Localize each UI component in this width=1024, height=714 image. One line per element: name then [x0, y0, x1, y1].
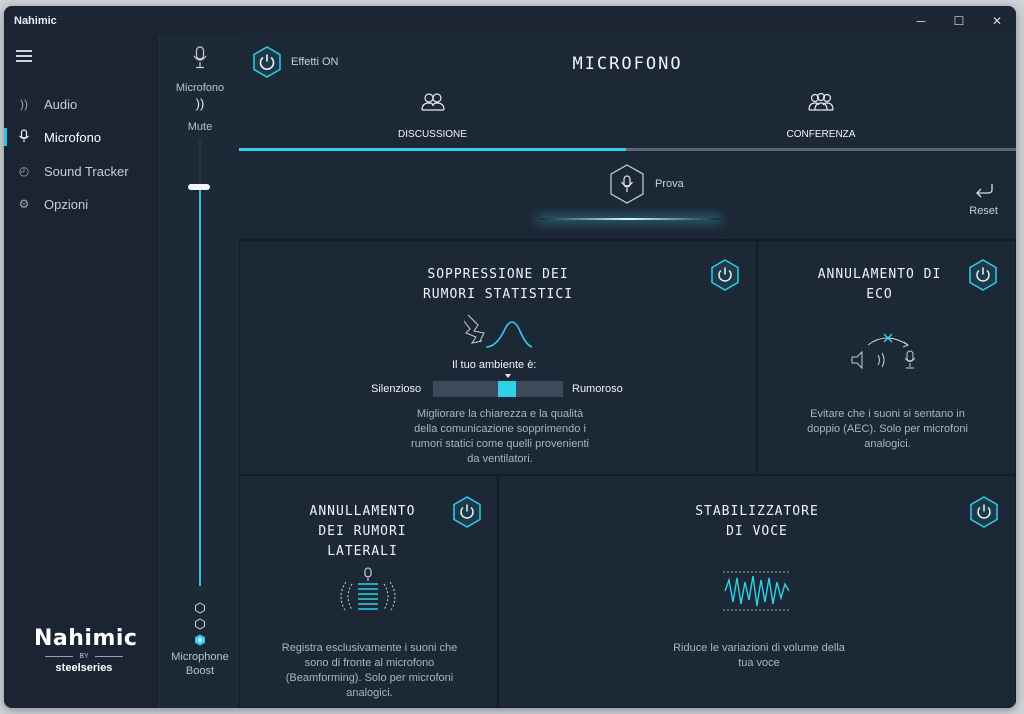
tab-conferenza[interactable]: CONFERENZA — [626, 88, 1016, 150]
menu-icon[interactable] — [16, 50, 32, 62]
sidebar-item-label: Microfono — [44, 129, 102, 145]
brand-by: BY — [34, 653, 134, 660]
effects-power-button[interactable] — [251, 46, 283, 78]
voice-stabilizer-card: STABILIZZATORE DI VOCE Riduce le variazi… — [498, 475, 1016, 708]
sound-wave-icon: )) — [20, 97, 28, 111]
sidebar-item-label: Audio — [44, 96, 78, 112]
card-title: ANNULLAMENTO — [309, 504, 416, 519]
card-title: ANNULAMENTO DI — [817, 267, 942, 282]
test-area: Prova Reset — [239, 154, 1016, 240]
brand-company: steelseries — [55, 662, 113, 674]
app-window: Nahimic ─ ☐ ✕ )) Audio Microfono ◴ Sound… — [4, 6, 1016, 708]
echo-cancellation-card: ANNULAMENTO DI ECO Evitare che i suoni s… — [757, 240, 1016, 475]
top-bar: Effetti ON MICROFONO — [239, 36, 1016, 86]
volume-slider-thumb[interactable] — [188, 184, 210, 190]
main-panel: Effetti ON MICROFONO DISCUSSIONE CONFERE… — [239, 36, 1016, 708]
sound-wave-icon: )) — [195, 96, 205, 111]
environment-slider-pointer — [505, 374, 511, 378]
environment-slider-thumb[interactable] — [498, 381, 516, 397]
card-title: STABILIZZATORE — [695, 504, 819, 519]
nahimic-logo: Nahimic BY steelseries — [34, 626, 138, 674]
beamforming-icon — [336, 566, 400, 621]
conference-icon — [626, 92, 1016, 117]
title-bar: Nahimic ─ ☐ ✕ — [4, 6, 1016, 36]
card-title: RUMORI STATISTICI — [422, 287, 574, 302]
echo-cancellation-power-button[interactable] — [968, 259, 998, 291]
lateral-noise-card: ANNULLAMENTO DEI RUMORI LATERALI Registr… — [239, 475, 498, 708]
sidebar-item-label: Opzioni — [44, 196, 89, 212]
discussion-icon — [239, 92, 626, 117]
window-controls: ─ ☐ ✕ — [902, 6, 1016, 36]
brand-logo: Nahimic — [34, 626, 138, 651]
slider-left-label: Silenzioso — [371, 383, 422, 395]
card-title: DEI RUMORI — [318, 524, 407, 539]
effects-label: Effetti ON — [291, 56, 339, 68]
mode-tabs: DISCUSSIONE CONFERENZA — [239, 88, 1016, 150]
minimize-button[interactable]: ─ — [916, 14, 926, 28]
card-description: Registra esclusivamente i suoni che sono… — [281, 642, 458, 699]
active-tab-indicator — [239, 148, 626, 151]
boost-level-option[interactable] — [194, 618, 206, 630]
card-description: Riduce le variazioni di volume della tua… — [673, 642, 845, 669]
microphone-label: Microfono — [175, 82, 225, 94]
environment-label: Il tuo ambiente è: — [452, 359, 537, 371]
noise-suppression-power-button[interactable] — [710, 259, 740, 291]
sidebar: )) Audio Microfono ◴ Sound Tracker ⚙ Opz… — [4, 36, 159, 708]
app-title: Nahimic — [14, 15, 57, 27]
card-title: LATERALI — [327, 544, 398, 559]
tab-divider — [626, 148, 1016, 151]
volume-slider-fill — [199, 186, 201, 586]
tab-label: DISCUSSIONE — [398, 129, 467, 140]
reset-icon — [969, 182, 998, 203]
sidebar-item-opzioni[interactable]: ⚙ Opzioni — [4, 189, 159, 219]
voice-stabilizer-power-button[interactable] — [969, 496, 999, 528]
close-button[interactable]: ✕ — [991, 14, 1003, 28]
mute-button[interactable]: Mute — [187, 121, 213, 133]
slider-right-label: Rumoroso — [572, 383, 623, 395]
test-microphone-button[interactable] — [609, 164, 645, 204]
sidebar-item-label: Sound Tracker — [44, 163, 129, 179]
card-title: SOPPRESSIONE DEI — [427, 267, 569, 282]
test-level-meter — [539, 218, 719, 220]
reset-label: Reset — [969, 205, 998, 217]
voice-waveform-icon — [721, 568, 793, 619]
tab-discussione[interactable]: DISCUSSIONE — [239, 88, 626, 150]
noise-wave-icon — [462, 311, 534, 356]
page-title: MICROFONO — [572, 54, 683, 74]
microphone-volume-panel: Microfono )) Mute Microphone Boost — [159, 36, 239, 708]
card-description: Evitare che i suoni si sentano in doppio… — [807, 408, 968, 450]
noise-suppression-card: SOPPRESSIONE DEI RUMORI STATISTICI Il tu… — [239, 240, 757, 475]
sidebar-item-microfono[interactable]: Microfono — [4, 122, 159, 152]
boost-label: Microphone — [171, 651, 229, 663]
maximize-button[interactable]: ☐ — [953, 14, 965, 28]
test-label: Prova — [655, 178, 684, 190]
boost-level-option-selected[interactable] — [194, 634, 206, 646]
card-title: ECO — [866, 287, 893, 302]
sidebar-item-audio[interactable]: )) Audio — [4, 89, 159, 119]
boost-label: Boost — [185, 665, 215, 677]
reset-button[interactable]: Reset — [969, 182, 998, 217]
gear-icon: ⚙ — [18, 197, 30, 211]
card-title: DI VOCE — [726, 524, 788, 539]
microphone-icon — [192, 46, 208, 75]
compass-icon: ◴ — [18, 164, 30, 178]
tab-label: CONFERENZA — [786, 129, 856, 140]
boost-level-option[interactable] — [194, 602, 206, 614]
lateral-noise-power-button[interactable] — [452, 496, 482, 528]
echo-icon — [850, 331, 922, 380]
microphone-icon — [4, 128, 44, 146]
card-description: Migliorare la chiarezza e la qualità del… — [411, 408, 589, 465]
sidebar-item-sound-tracker[interactable]: ◴ Sound Tracker — [4, 156, 159, 186]
